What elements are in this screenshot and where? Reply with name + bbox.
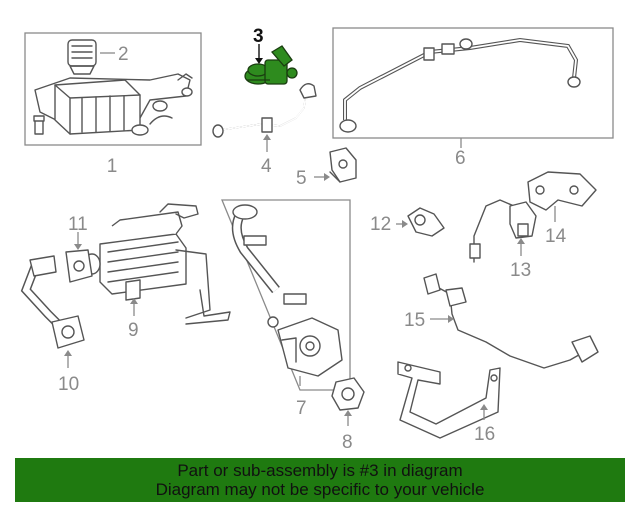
banner-line-1: Part or sub-assembly is #3 in diagram — [177, 461, 463, 480]
callout-4: 4 — [261, 156, 272, 177]
part-10-pipe — [20, 255, 85, 368]
callout-3: 3 — [253, 26, 264, 47]
part-group-6 — [332, 27, 614, 148]
callout-9: 9 — [128, 320, 139, 341]
part-16-bracket — [397, 361, 501, 439]
callout-15: 15 — [404, 310, 425, 331]
part-4-pipe — [212, 83, 317, 152]
callout-1: 1 — [107, 156, 118, 177]
group-box-6 — [332, 27, 614, 139]
callout-8: 8 — [342, 432, 353, 453]
callout-10: 10 — [58, 374, 79, 395]
part-13-oxygen-sensor — [469, 199, 537, 263]
callout-13: 13 — [510, 260, 531, 281]
part-14-bracket — [527, 171, 597, 222]
callout-2: 2 — [118, 44, 129, 65]
part-9-egr-cooler — [83, 203, 231, 325]
part-11-gasket — [65, 232, 93, 283]
part-group-1 — [24, 32, 202, 146]
part-2-grommet — [67, 39, 97, 75]
callout-5: 5 — [296, 168, 307, 189]
callout-7: 7 — [296, 398, 307, 419]
callout-16: 16 — [474, 424, 495, 445]
part-group-7 — [221, 199, 351, 391]
callout-14: 14 — [545, 226, 567, 247]
callout-12: 12 — [370, 214, 391, 235]
part-5-bracket — [314, 147, 357, 183]
part-3-valve-highlighted — [244, 44, 298, 85]
callout-6: 6 — [455, 148, 466, 169]
callout-11: 11 — [68, 214, 88, 235]
parts-diagram: 1 2 3 4 5 6 7 8 9 10 11 12 13 14 15 16 — [20, 26, 614, 453]
banner-line-2: Diagram may not be specific to your vehi… — [155, 480, 485, 499]
group-box-1 — [24, 32, 202, 146]
part-12-sensor — [396, 207, 445, 237]
part-8-gasket — [331, 377, 365, 426]
part-notice-banner: Part or sub-assembly is #3 in diagram Di… — [15, 458, 625, 502]
part-15-sensor — [423, 273, 599, 369]
